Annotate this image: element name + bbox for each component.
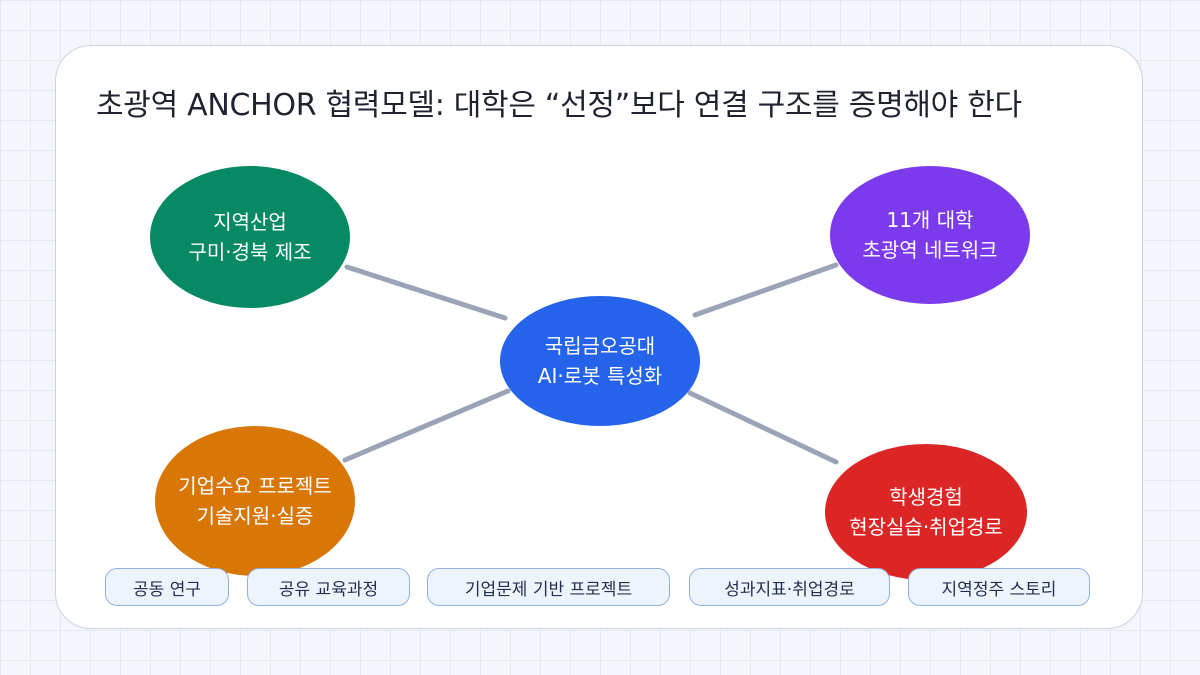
tag-kpi-career-path: 성과지표·취업경로 [689,568,890,606]
connector-center-top-right [692,262,839,318]
connector-center-bottom-right [687,390,839,465]
node-center-university-line1: 국립금오공대 [544,334,656,358]
page-title: 초광역 ANCHOR 협력모델: 대학은 “선정”보다 연결 구조를 증명해야 … [96,88,1022,123]
node-regional-industry: 지역산업 구미·경북 제조 [150,166,350,308]
tag-joint-research: 공동 연구 [105,568,229,606]
node-industry-projects-line1: 기업수요 프로젝트 [178,474,332,498]
node-university-network: 11개 대학 초광역 네트워크 [830,166,1030,304]
node-industry-projects-line2: 기술지원·실증 [196,504,314,528]
node-center-university-line2: AI·로봇 특성화 [537,364,663,388]
node-university-network-line1: 11개 대학 [886,208,974,232]
node-center-university: 국립금오공대 AI·로봇 특성화 [500,296,700,426]
tag-problem-based-project: 기업문제 기반 프로젝트 [427,568,670,606]
connector-center-bottom-left [342,388,511,463]
node-university-network-line2: 초광역 네트워크 [862,238,998,262]
connector-center-top-left [344,264,508,321]
tag-shared-curriculum: 공유 교육과정 [247,568,410,606]
node-student-experience-line2: 현장실습·취업경로 [849,515,1003,539]
node-regional-industry-line2: 구미·경북 제조 [188,240,312,264]
node-regional-industry-line1: 지역산업 [213,210,287,234]
node-student-experience-line1: 학생경험 [889,485,963,509]
node-student-experience: 학생경험 현장실습·취업경로 [825,444,1027,580]
node-industry-projects: 기업수요 프로젝트 기술지원·실증 [155,426,355,576]
tag-regional-settlement-story: 지역정주 스토리 [908,568,1090,606]
